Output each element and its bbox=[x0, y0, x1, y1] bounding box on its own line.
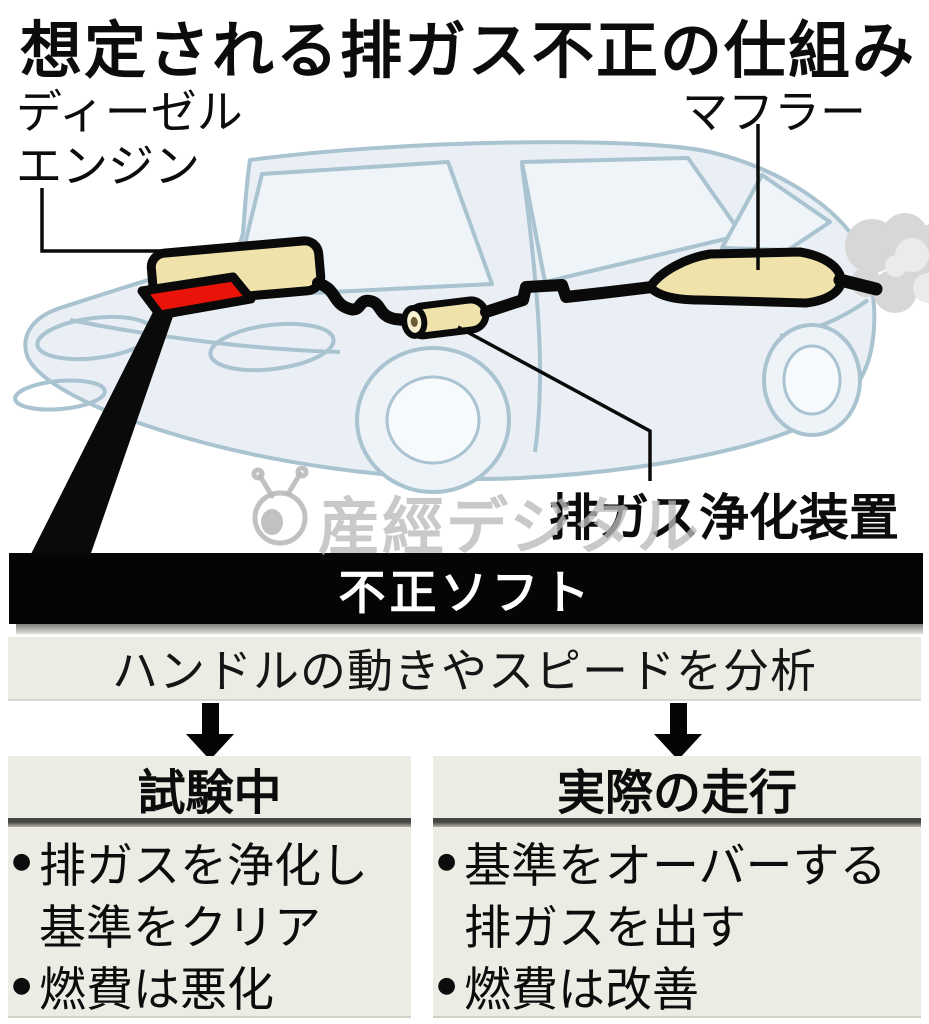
sankei-mascot-icon bbox=[251, 466, 309, 546]
fraud-ecu-red-part bbox=[137, 272, 256, 320]
rear-wheel bbox=[762, 323, 862, 437]
watermark-text: 産經デジタル bbox=[318, 490, 701, 563]
engine-leader-line bbox=[40, 188, 176, 253]
divider bbox=[8, 818, 411, 827]
banner-label: 不正ソフト bbox=[338, 566, 594, 621]
exhaust-smoke bbox=[845, 213, 929, 313]
list-item: 排ガスを出す bbox=[464, 900, 746, 956]
front-wheel bbox=[355, 346, 511, 494]
bullet-icon: ● bbox=[437, 972, 457, 998]
muffler-part bbox=[645, 247, 846, 308]
bullet-icon: ● bbox=[437, 848, 457, 874]
page-title: 想定される排ガス不正の仕組み bbox=[20, 14, 917, 87]
diesel-engine-part bbox=[137, 236, 326, 320]
down-arrow-icon bbox=[654, 703, 702, 760]
branch-header-testing: 試験中 bbox=[137, 765, 282, 821]
branch-box-real-driving: 実際の走行 ● 基準をオーバーする 排ガスを出す ● 燃費は改善 bbox=[433, 756, 921, 1018]
branch-box-testing: 試験中 ● 排ガスを浄化し 基準をクリア ● 燃費は悪化 bbox=[8, 756, 411, 1018]
banner-fraud-software: 不正ソフト bbox=[9, 553, 923, 624]
exhaust-pipe-front bbox=[312, 277, 420, 327]
list-item: ● 基準をオーバーする bbox=[437, 838, 887, 894]
exhaust-pipe-rear bbox=[480, 279, 658, 318]
purifier-leader-line bbox=[457, 325, 652, 481]
list-item: ● 燃費は悪化 bbox=[12, 962, 274, 1018]
branch-body-testing: ● 排ガスを浄化し 基準をクリア ● 燃費は悪化 bbox=[8, 827, 411, 1018]
list-item: ● 燃費は改善 bbox=[437, 962, 699, 1018]
label-diesel-engine-line1: ディーゼル bbox=[16, 85, 243, 139]
callout-wedge bbox=[30, 298, 177, 556]
branch-header-real-driving: 実際の走行 bbox=[556, 765, 797, 821]
bullet-icon: ● bbox=[12, 848, 32, 874]
divider bbox=[433, 818, 921, 827]
list-item: 基準をクリア bbox=[39, 900, 321, 956]
label-purifier: 排ガス浄化装置 bbox=[549, 488, 899, 547]
bullet-icon: ● bbox=[12, 972, 32, 998]
banner-shadow bbox=[16, 624, 923, 635]
label-diesel-engine-line2: エンジン bbox=[16, 139, 200, 193]
purifier-device bbox=[401, 296, 490, 340]
list-item: ● 排ガスを浄化し bbox=[12, 838, 368, 894]
branch-body-real-driving: ● 基準をオーバーする 排ガスを出す ● 燃費は改善 bbox=[433, 827, 921, 1018]
label-muffler: マフラー bbox=[682, 85, 866, 139]
tail-pipe bbox=[833, 273, 883, 296]
analysis-bar: ハンドルの動きやスピードを分析 bbox=[8, 637, 921, 701]
down-arrow-icon bbox=[186, 703, 234, 760]
analysis-label: ハンドルの動きやスピードを分析 bbox=[112, 644, 817, 698]
